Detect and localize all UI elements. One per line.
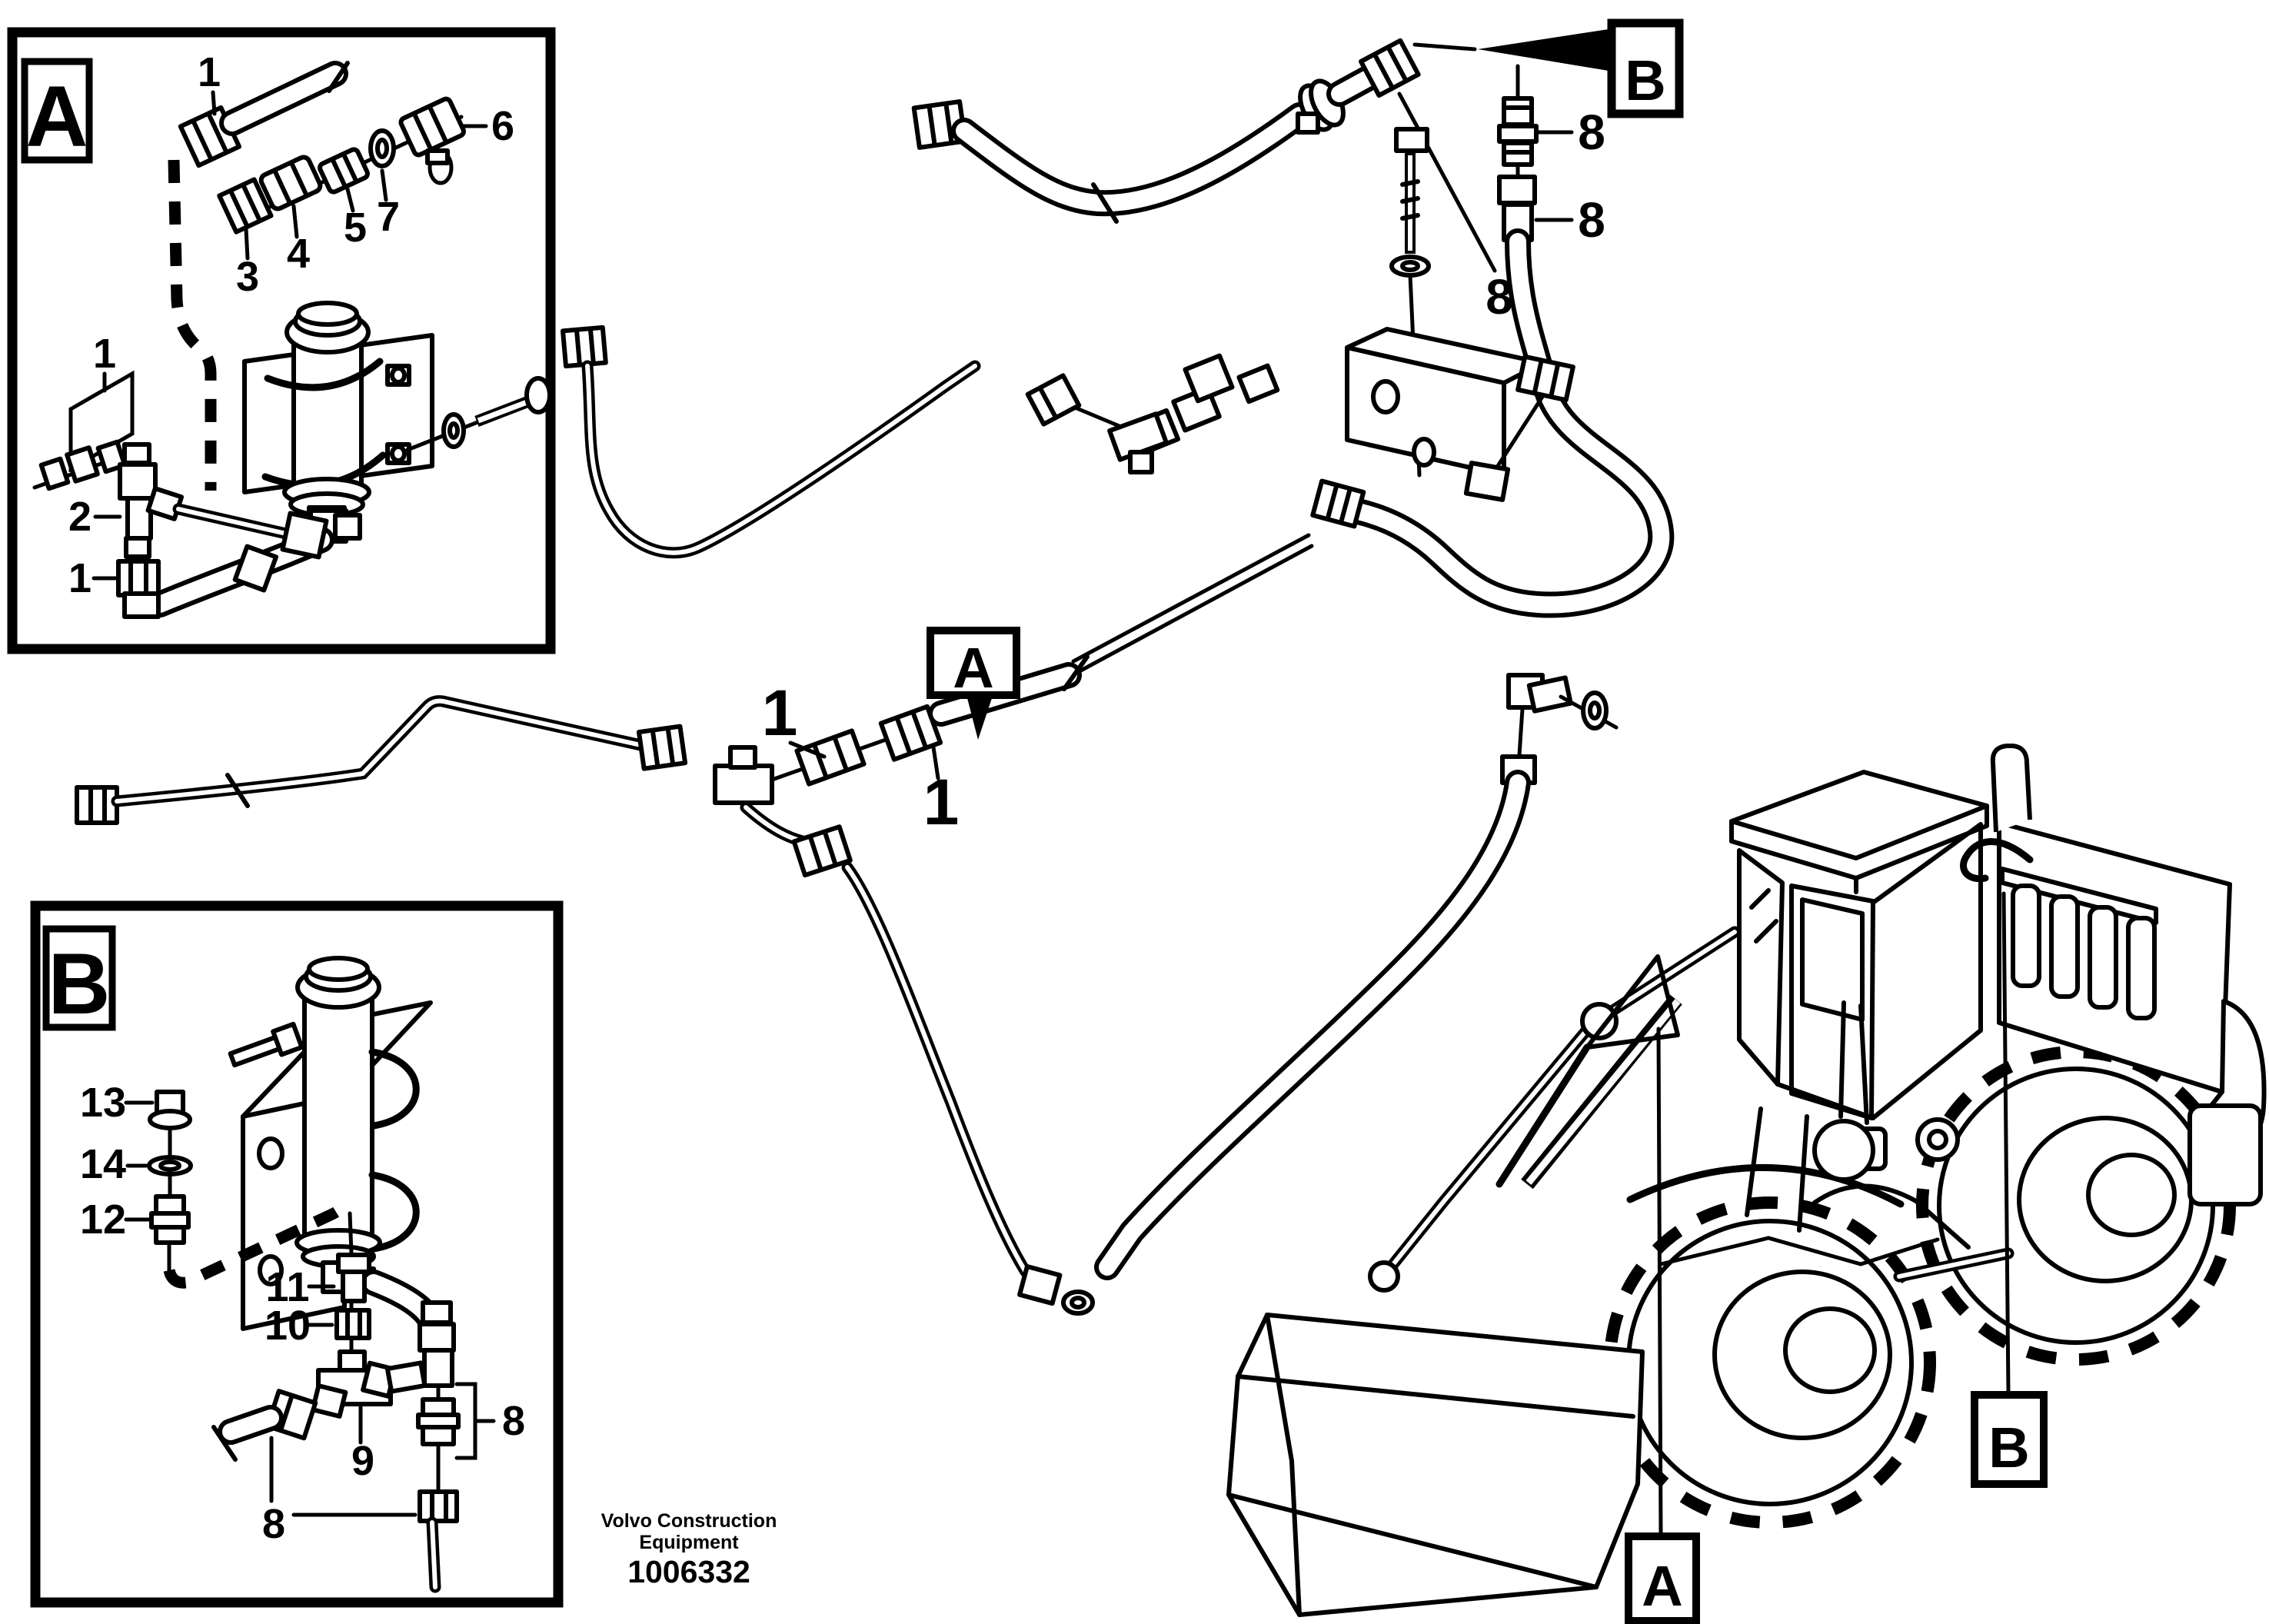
callout-4: 4 — [287, 231, 310, 277]
parts-11-10-9 — [310, 1253, 398, 1419]
dust-cap — [425, 148, 450, 165]
pipe-end-nut — [75, 785, 119, 825]
part-1-elbow-nut — [116, 559, 161, 597]
brand-line2: Equipment — [639, 1532, 739, 1553]
machine-a-letter: A — [1642, 1554, 1682, 1618]
part-5-fitting — [318, 147, 370, 195]
callout-14: 14 — [80, 1141, 126, 1187]
callout-12: 12 — [80, 1196, 126, 1243]
view-a-letter: A — [953, 636, 993, 700]
reservoir-b — [228, 956, 447, 1340]
inset-b-letter: B — [48, 936, 111, 1032]
view-b-box — [1607, 18, 1684, 118]
rear-box — [2187, 1103, 2263, 1206]
parts-13-14-12 — [147, 1090, 193, 1273]
leader-1-top — [211, 90, 217, 116]
stack-fittings-8 — [1497, 96, 1539, 167]
mounting-bracket-assembly — [1135, 127, 1575, 529]
callout-1-top: 1 — [198, 49, 221, 95]
callout-6: 6 — [491, 103, 514, 149]
callout-8-hose-b: 8 — [262, 1501, 285, 1547]
bolt-head — [1394, 127, 1429, 153]
footer: Volvo Construction Equipment 1006332 — [601, 1510, 777, 1589]
callout-8-connector: 8 — [1578, 192, 1605, 248]
routing-dashed-line-b — [163, 1198, 352, 1289]
part-2-tee-nut — [118, 462, 158, 501]
exhaust-stack — [1990, 744, 2032, 833]
callout-11: 11 — [265, 1264, 309, 1310]
callout-1-hose: 1 — [923, 766, 960, 838]
view-a-arrow — [967, 698, 992, 740]
callout-13: 13 — [80, 1080, 126, 1126]
callout-8-pair: 8 — [502, 1398, 525, 1444]
inset-detail-a: A 1 — [7, 27, 556, 654]
cab — [1729, 770, 1989, 1120]
view-a-box — [927, 627, 1020, 699]
routing-dashed-line-a — [168, 159, 217, 491]
rear-wheel — [1916, 1046, 2236, 1366]
row-nut-left — [636, 724, 688, 771]
machine-b-box — [1971, 1391, 2048, 1488]
s-pipe — [581, 360, 981, 559]
bracket-right-fitting — [1515, 354, 1575, 403]
inset-a-label-box — [21, 58, 93, 164]
center-pipework: A 1 1 — [75, 324, 1619, 1316]
callout-1-union: 1 — [762, 677, 798, 749]
s-pipe-nut — [561, 324, 608, 369]
engine — [1960, 838, 2158, 1020]
view-b-arrow — [1478, 29, 1609, 71]
boom-linkage — [1368, 926, 1741, 1293]
callout-1-elbow: 1 — [68, 555, 91, 601]
view-b-letter: B — [1625, 48, 1665, 112]
callout-8-stack: 8 — [1578, 105, 1605, 160]
inset-a-letter: A — [26, 68, 88, 165]
callout-3: 3 — [236, 254, 259, 300]
machine-a-box — [1625, 1532, 1700, 1624]
callout-1-group: 1 — [93, 331, 116, 377]
callout-7: 7 — [377, 194, 400, 240]
steel-pipe-left — [111, 695, 650, 807]
figure-number: 1006332 — [627, 1554, 750, 1589]
part-3-nut — [217, 177, 274, 235]
hose-ferrule-nut — [1359, 38, 1421, 98]
part-6-test-coupling — [398, 96, 466, 158]
callout-5: 5 — [344, 205, 367, 251]
row-nut-right — [878, 704, 943, 762]
right-column-8 — [384, 1300, 461, 1593]
inset-detail-b: B — [30, 900, 564, 1608]
machine-b-leader — [2001, 891, 2011, 1396]
callout-1-group-outline — [68, 370, 135, 473]
inset-b-label-box — [42, 925, 116, 1031]
machine-b-letter: B — [1988, 1416, 2029, 1479]
front-frame — [1626, 1000, 2014, 1283]
union-fitting — [794, 728, 867, 787]
upper-hose-assembly: B 8 8 8 — [911, 18, 1684, 618]
front-wheel — [1604, 1196, 1936, 1529]
callout-10: 10 — [264, 1303, 311, 1349]
bucket — [1226, 1313, 1645, 1617]
wheel-loader: A B — [1226, 744, 2267, 1624]
callout-9: 9 — [351, 1438, 374, 1484]
machine-a-leader — [1656, 1027, 1663, 1537]
brand-line1: Volvo Construction — [601, 1510, 777, 1532]
bracket-under-nut — [1310, 478, 1366, 529]
tee-mid — [713, 764, 774, 805]
part-2-tee — [125, 496, 153, 541]
callout-2: 2 — [68, 494, 91, 540]
connector-nut-8 — [1497, 175, 1537, 205]
part-4-sleeve — [258, 155, 323, 211]
